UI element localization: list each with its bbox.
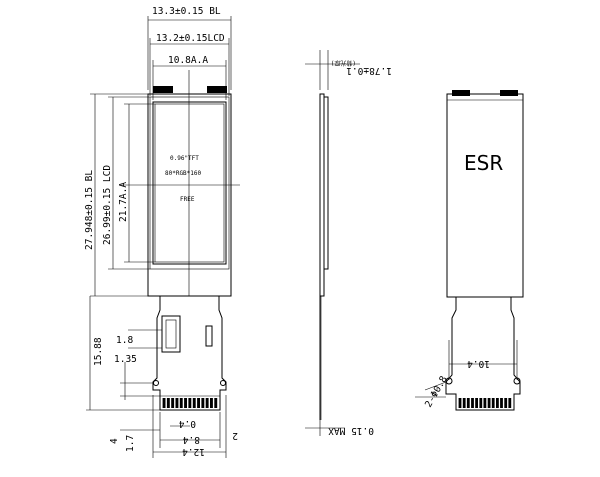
gold-finger-pad [504,398,508,408]
gold-finger-pad [471,398,474,408]
fpc-tail [152,296,227,411]
fpc-pad [205,325,213,347]
back-gold-fingers [458,398,512,408]
dim-side-top: 1.78±0.1 [346,65,392,76]
gold-finger-pad [197,398,200,408]
dim-side-top-note: (背光厚) [331,59,356,67]
gold-finger-pad [483,398,487,408]
back-label: ESR [464,151,503,175]
dim-pin-1-35: 1.35 [114,354,137,365]
dim-pin-4: 4 [109,438,120,444]
lcd-text-line3: FREE [180,196,195,203]
back-tab-left [452,90,470,96]
gold-finger-pad [491,398,495,408]
gold-finger-pad [175,398,179,408]
gold-finger-pad [508,398,512,408]
dim-top-outer: 13.3±0.15 BL [152,6,221,17]
gold-finger-pad [496,398,499,408]
gold-finger-pad [179,398,183,408]
gold-finger-pad [466,398,470,408]
dim-bot-8-4: 8.4 [183,434,200,445]
gold-finger-pad [188,398,192,408]
gold-finger-pad [458,398,462,408]
gold-finger-pad [166,398,170,408]
back-tab-right [500,90,518,96]
side-backlight [319,93,325,297]
gold-finger-pad [214,398,218,408]
gold-finger-pad [462,398,466,408]
back-fpc [445,297,521,411]
dim-pin-1-8: 1.8 [116,335,133,346]
lcd-text-line2: 80*RGB*160 [165,170,202,177]
dim-bot-12-4: 12.4 [182,446,205,457]
back-view: ESR 10.4 2-Φ0.8 [415,90,524,411]
backlight-outline [147,93,232,297]
gold-finger-pad [475,398,478,408]
gold-finger-pad [210,398,213,408]
gold-finger-pad [205,398,209,408]
dim-pin-1-7: 1.7 [125,435,136,452]
dim-bot-2: 2 [232,430,238,441]
fpc-component [161,315,181,353]
dim-left-lcd: 26.99±0.15 LCD [102,165,113,245]
gold-fingers [162,398,218,408]
dim-top-lcd: 13.2±0.15LCD [156,33,225,44]
dim-fpc-length: 15.88 [93,337,104,366]
side-lcd [323,96,329,270]
lcd-outline [149,96,230,270]
gold-finger-pad [171,398,175,408]
lcd-text-line1: 0.96"TFT [170,155,199,162]
gold-finger-pad [500,398,503,408]
top-tab-right [207,86,227,93]
dim-left-aa: 21.7A.A [118,182,129,222]
gold-finger-pad [192,398,196,408]
top-tab-left [153,86,173,93]
dim-bot-0-4: 0.4 [179,418,196,429]
fpc-hole-left [153,380,159,386]
dim-left-bl: 27.948±0.15 BL [84,170,95,250]
gold-finger-pad [184,398,187,408]
back-backlight [446,93,524,298]
gold-finger-pad [201,398,205,408]
front-view: 0.96"TFT 80*RGB*160 FREE 13.3±0.15 BL 13… [84,6,240,458]
dim-top-aa: 10.8A.A [168,55,208,66]
gold-finger-pad [479,398,483,408]
active-area [152,101,227,265]
gold-finger-pad [487,398,491,408]
fpc-hole-right [220,380,226,386]
side-view: 1.78±0.1 (背光厚) 0.15 MAX [305,50,392,436]
gold-finger-pad [162,398,166,408]
dim-back-pitch: 10.4 [467,358,490,369]
dim-side-bottom: 0.15 MAX [328,425,374,436]
